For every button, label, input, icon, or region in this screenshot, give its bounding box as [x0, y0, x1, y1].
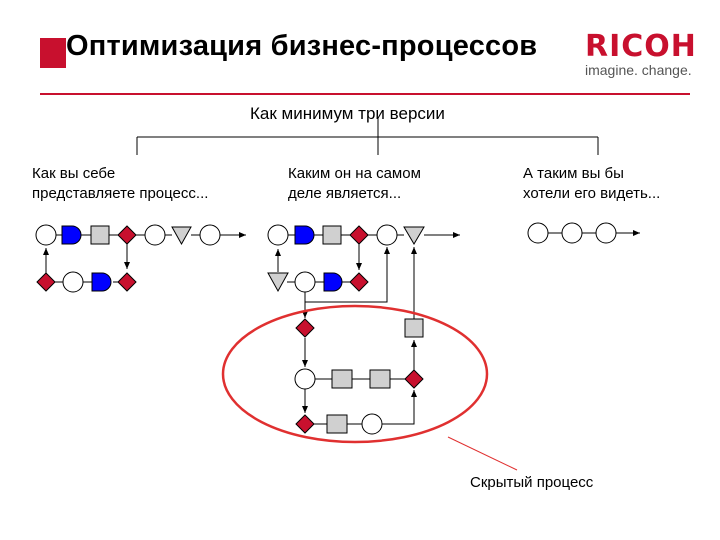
- start-circle: [267, 224, 289, 246]
- storage-triangle: [403, 226, 425, 245]
- event-circle: [62, 271, 84, 293]
- event-circle: [561, 222, 583, 244]
- ricoh-logo: RICOH imagine. change.: [585, 29, 697, 79]
- event-circle: [294, 271, 316, 293]
- versions-bracket: [136, 118, 599, 155]
- decision-diamond: [349, 225, 369, 245]
- column-caption-desired: А таким вы бы хотели его видеть...: [523, 164, 660, 204]
- event-circle: [294, 368, 316, 390]
- hidden-process-ellipse: [221, 304, 489, 444]
- caption-line: Каким он на самом: [288, 165, 421, 182]
- column-caption-imagined: Как вы себе представляете процесс...: [32, 164, 208, 204]
- column-caption-actual: Каким он на самом деле является...: [288, 164, 421, 204]
- decision-diamond: [36, 272, 56, 292]
- caption-line: деле является...: [288, 185, 402, 202]
- operation-square: [322, 225, 342, 245]
- operation-square: [331, 369, 353, 389]
- delay-shape: [61, 225, 82, 245]
- event-circle: [144, 224, 166, 246]
- start-circle: [527, 222, 549, 244]
- operation-square: [90, 225, 110, 245]
- event-circle: [361, 413, 383, 435]
- storage-triangle: [267, 272, 289, 293]
- hidden-process-callout-line: [447, 436, 518, 471]
- actual-process-flow: [275, 232, 460, 425]
- header-rule: [40, 93, 690, 95]
- logo-wordmark: RICOH: [585, 29, 697, 64]
- caption-line: хотели его видеть...: [523, 185, 661, 202]
- hidden-process-label: Скрытый процесс: [470, 474, 594, 491]
- decision-diamond: [117, 225, 137, 245]
- event-circle: [376, 224, 398, 246]
- decision-diamond: [295, 318, 315, 338]
- operation-square: [369, 369, 391, 389]
- delay-shape: [323, 272, 343, 292]
- delay-shape: [294, 225, 315, 245]
- logo-tagline: imagine. change.: [585, 62, 692, 78]
- title-accent-square: [40, 38, 66, 68]
- end-circle: [595, 222, 617, 244]
- storage-triangle: [171, 226, 192, 246]
- operation-square: [326, 414, 348, 434]
- delay-shape: [91, 272, 112, 292]
- imagined-process-flow: [43, 232, 246, 283]
- operation-square: [404, 318, 424, 338]
- decision-diamond: [117, 272, 137, 292]
- decision-diamond: [404, 369, 424, 389]
- decision-diamond: [349, 272, 369, 292]
- caption-line: Как вы себе: [32, 165, 116, 182]
- end-circle: [199, 224, 221, 246]
- caption-line: А таким вы бы: [523, 165, 624, 182]
- diagram-heading: Как минимум три версии: [250, 104, 445, 123]
- caption-line: представляете процесс...: [32, 185, 209, 202]
- start-circle: [35, 224, 57, 246]
- page-title: Оптимизация бизнес-процессов: [66, 30, 538, 62]
- decision-diamond: [295, 414, 315, 434]
